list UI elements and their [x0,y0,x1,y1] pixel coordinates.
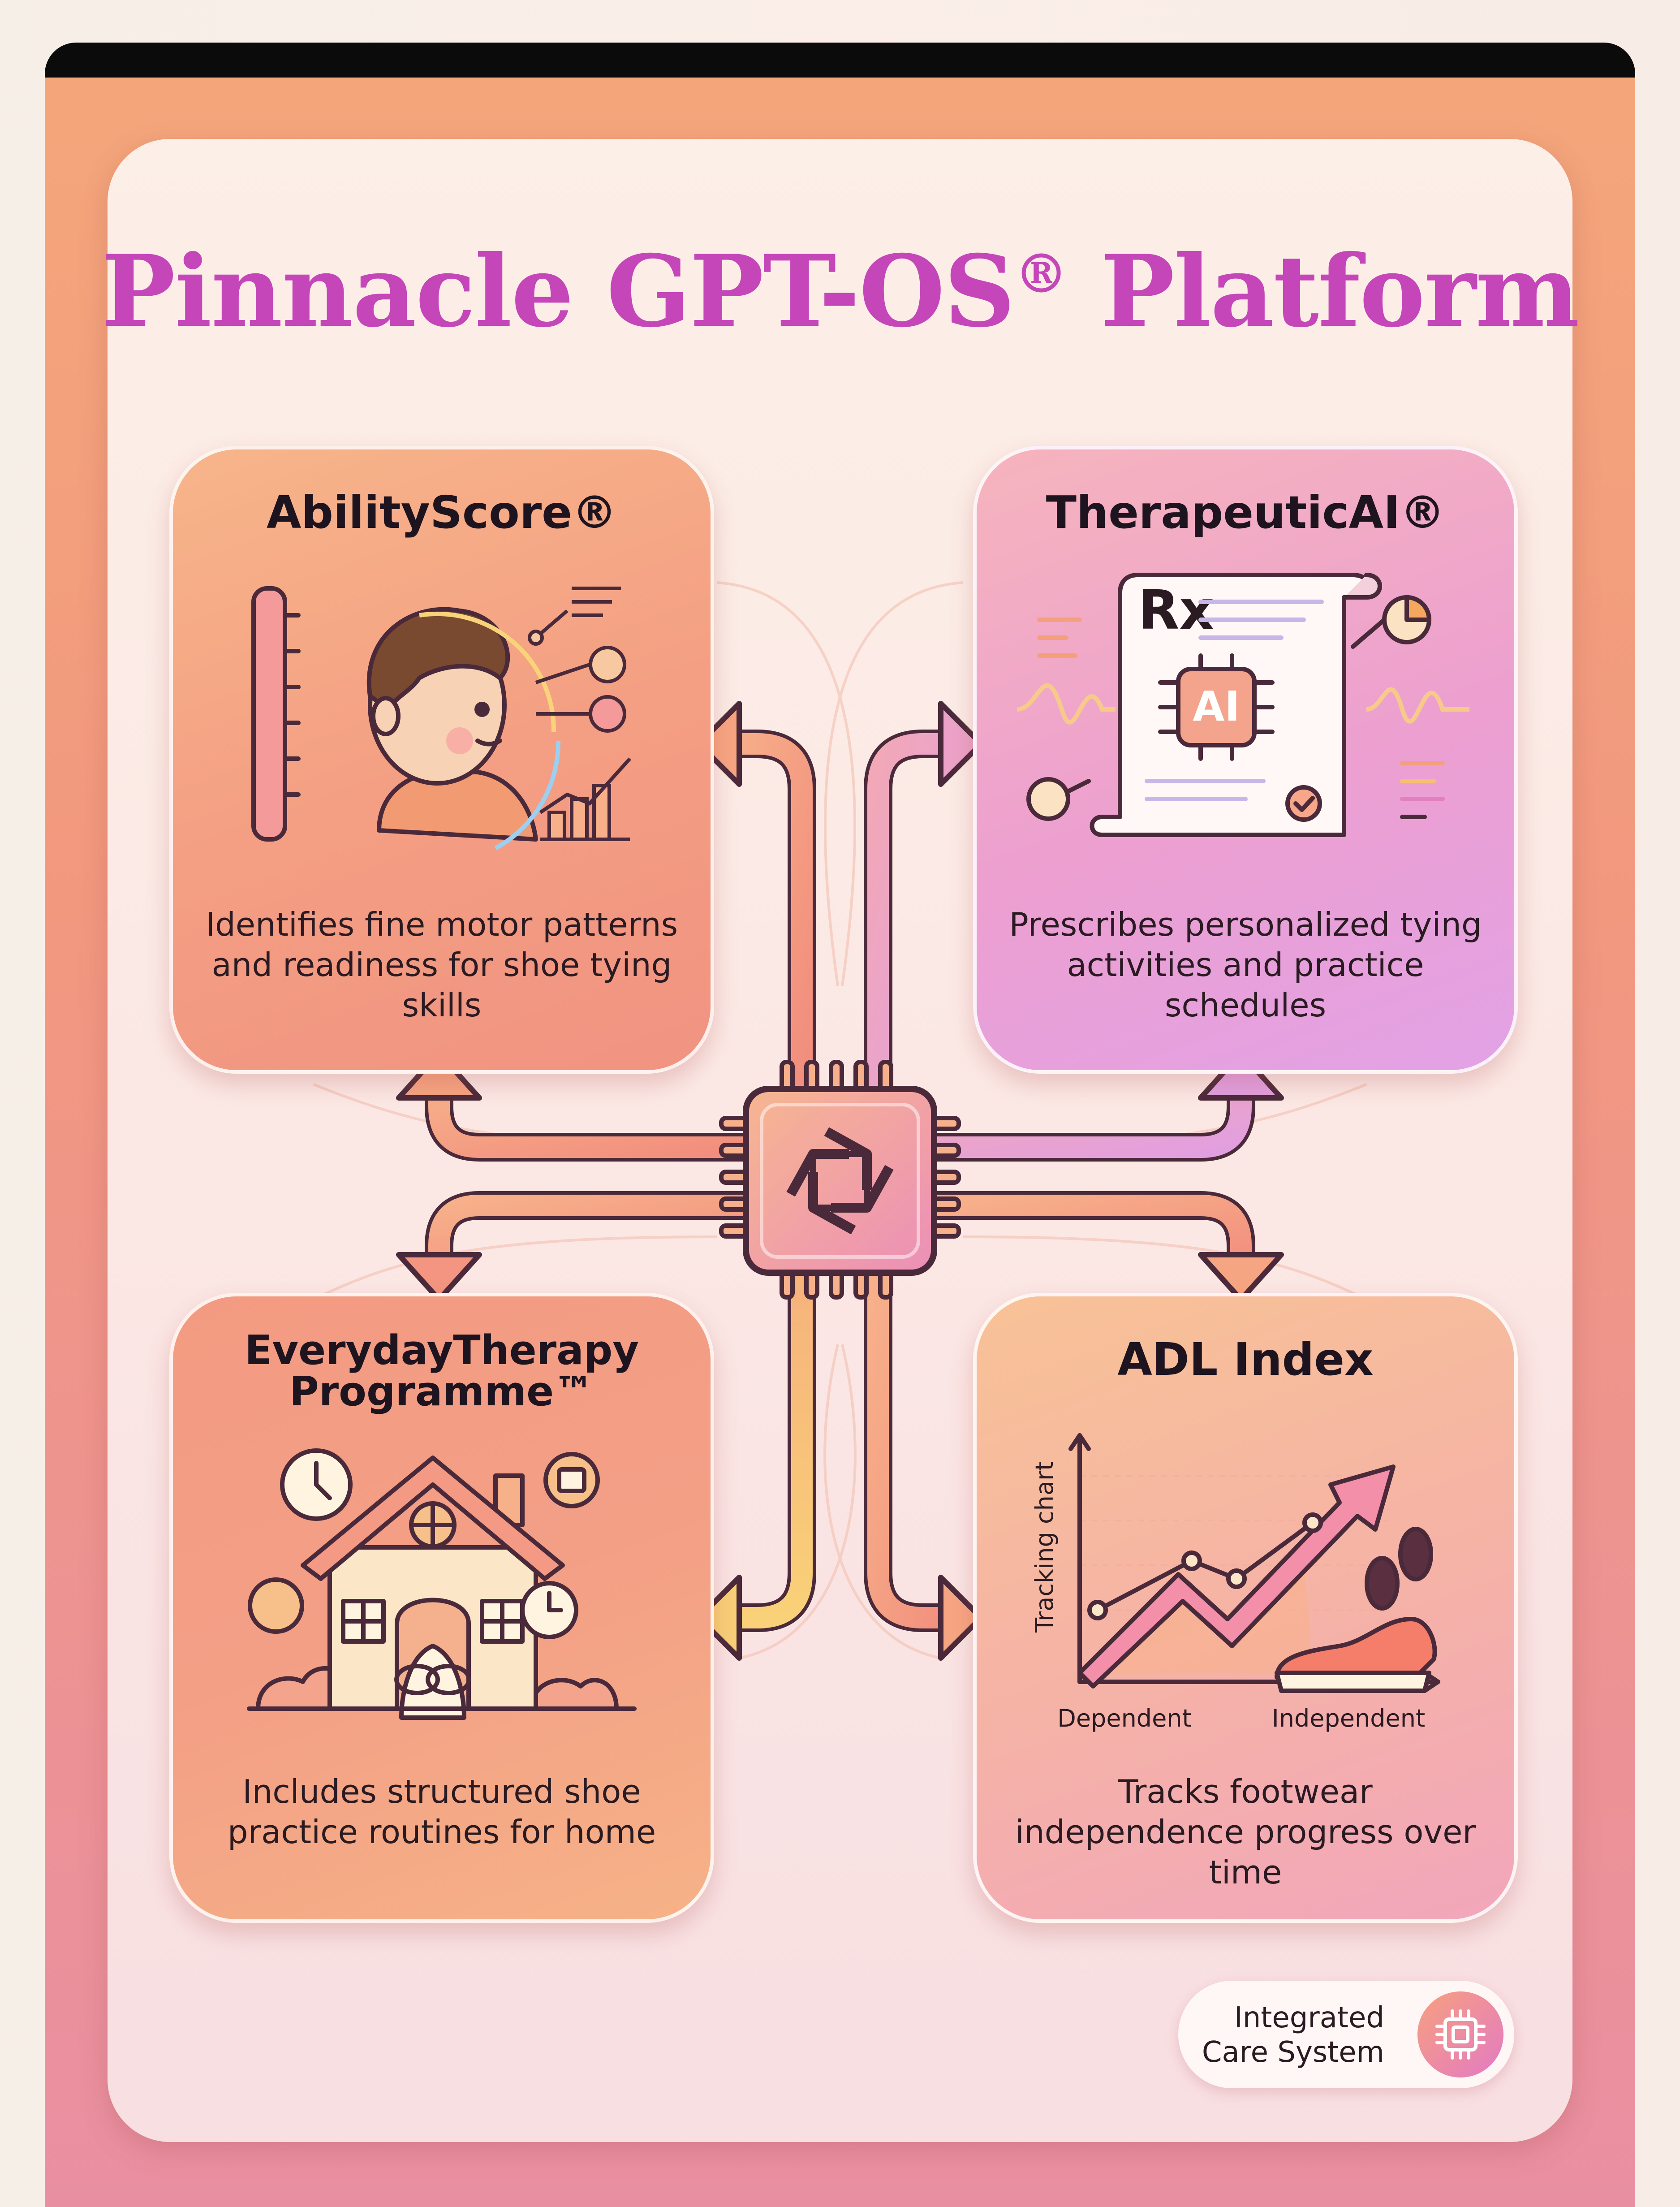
card-title-ability-score: AbilityScore® [267,486,617,539]
card-adl-index[interactable]: ADL Index Tracking chart Dependent Indep… [973,1293,1518,1923]
card-title-line-2: Programme™ [289,1368,594,1415]
card-title-therapeutic-ai: TherapeuticAI® [1046,486,1445,539]
arrowhead-ability-bottom [396,1050,482,1101]
arrowhead-therapeutic-bottom [1198,1050,1284,1101]
card-therapeutic-ai[interactable]: TherapeuticAI® Rx AI Prescribes [973,446,1518,1074]
card-desc-adl-index: Tracks footwear independence progress ov… [1015,1773,1476,1891]
top-bar [45,43,1635,78]
card-title-line-1: EverydayTherapy [244,1327,639,1374]
arrowhead-therapeutic-top [938,701,984,787]
card-title-everyday-therapy: EverydayTherapy Programme™ [173,1330,711,1412]
badge-line-2: Care System [1202,2035,1384,2069]
arrowhead-adl-bottom [938,1575,984,1661]
arrowhead-everyday-bottom [696,1575,742,1661]
title-registered-mark: ® [1014,242,1068,306]
title-text: Pinnacle GPT-OS [101,233,1015,349]
arrowhead-everyday-top [396,1252,482,1302]
arrow-heads [396,701,1284,1661]
chart-x-start-label: Dependent [1057,1704,1191,1732]
ai-chip-hub [719,1060,961,1300]
child-assessment-icon [251,586,631,851]
badge-line-1: Integrated [1234,2001,1384,2034]
arrowhead-adl-top [1198,1252,1284,1302]
home-practice-icon [247,1448,637,1720]
card-everyday-therapy[interactable]: EverydayTherapy Programme™ [169,1293,714,1923]
chart-y-label: Tracking chart [1030,1461,1059,1633]
ai-prescription-icon: Rx AI [1017,573,1469,837]
ai-label: AI [1193,682,1240,730]
arrowhead-ability-top [696,701,742,787]
badge-text: Integrated Care System [1202,2001,1384,2070]
connector-arrows [425,730,1255,1632]
card-desc-everyday-therapy: Includes structured shoe practice routin… [227,1773,656,1851]
ai-chip-icon [786,1127,894,1235]
rx-label: Rx [1138,579,1214,642]
integrated-care-badge: Integrated Care System [1178,1981,1514,2088]
progress-chart-icon: Tracking chart Dependent Independent [1030,1433,1440,1732]
chip-icon [1417,1991,1503,2077]
page-title: Pinnacle GPT-OS® Platform [0,233,1680,349]
card-desc-therapeutic-ai: Prescribes personalized tying activities… [1009,906,1482,1024]
card-title-adl-index: ADL Index [1117,1333,1374,1386]
title-suffix: Platform [1100,233,1580,349]
card-ability-score[interactable]: AbilityScore® Identifies [169,446,714,1074]
card-desc-ability-score: Identifies fine motor patterns and readi… [205,906,678,1024]
chart-x-end-label: Independent [1272,1704,1425,1732]
